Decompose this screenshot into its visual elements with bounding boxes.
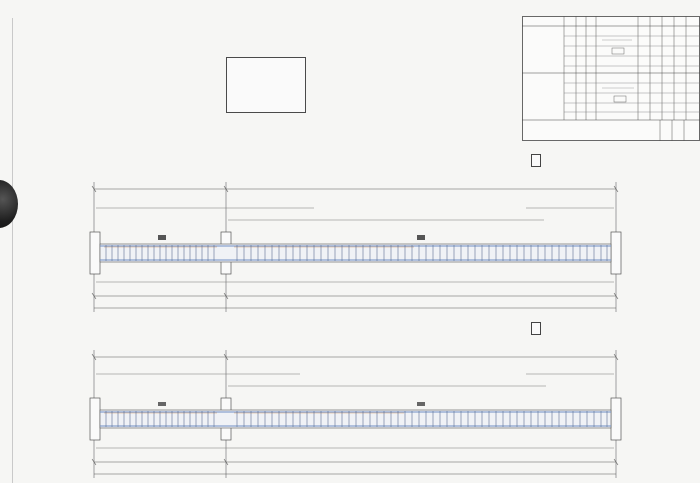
scanner-hole-mark xyxy=(0,180,18,228)
section-marker-1 xyxy=(531,154,541,167)
section-marker-2 xyxy=(531,322,541,335)
beam-elevation-2 xyxy=(89,350,622,478)
beam-elevation-1 xyxy=(89,182,622,312)
sheet-edge-line xyxy=(12,18,13,483)
general-notes-box xyxy=(226,57,306,113)
rebar-schedule-table xyxy=(522,16,700,141)
